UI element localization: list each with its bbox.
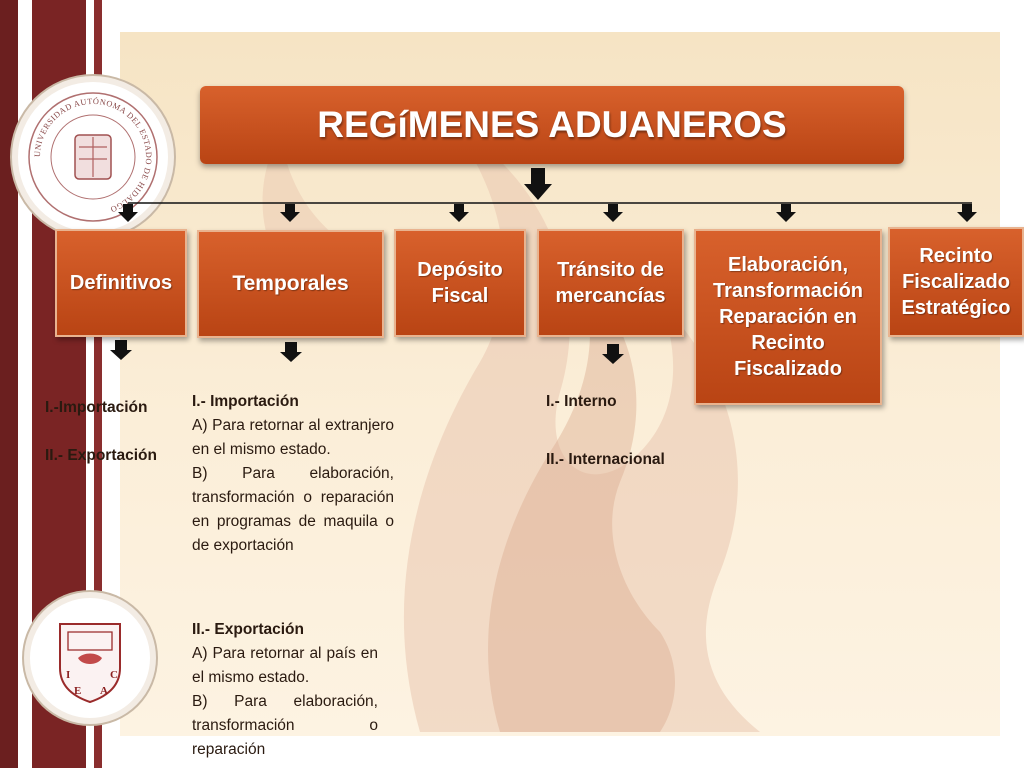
temporales-export-details: II.- Exportación A) Para retornar al paí… [192,618,378,762]
temporales-details: I.- Importación A) Para retornar al extr… [192,390,394,558]
transito-item-1: I.- Interno [546,393,617,410]
seal-letter-c: C [110,669,118,681]
box-definitivos: Definitivos [55,229,187,337]
box-transito-mercancias: Tránsito de mercancías [537,229,684,337]
temporales-import-b: B) Para elaboración, transformación o re… [192,465,394,554]
definitivos-item-2: II.- Exportación [45,447,157,464]
seal-letter-a: A [100,685,108,697]
box-elaboracion: Elaboración, Transformación Reparación e… [694,229,882,405]
box-recinto-estrategico: Recinto Fiscalizado Estratégico [888,227,1024,337]
icea-seal: I C E A [24,592,156,724]
box-temporales: Temporales [197,230,384,338]
temporales-export-a: A) Para retornar al país en el mismo est… [192,645,378,686]
university-seal-emblem: UNIVERSIDAD AUTÓNOMA DEL ESTADO DE HIDAL… [28,92,158,222]
left-band-light-2 [86,0,94,768]
temporales-import-heading: I.- Importación [192,393,299,410]
definitivos-item-1: I.-Importación [45,399,148,416]
temporales-import-a: A) Para retornar al extranjero en el mis… [192,417,394,458]
left-band-thin [94,0,102,768]
university-seal: UNIVERSIDAD AUTÓNOMA DEL ESTADO DE HIDAL… [12,76,174,238]
temporales-export-heading: II.- Exportación [192,621,304,638]
diagram-title: REGíMENES ADUANEROS [200,86,904,164]
seal-letter-e: E [74,685,81,697]
temporales-export-b: B) Para elaboración, transformación o re… [192,693,378,758]
seal-letter-i: I [66,669,70,681]
icea-seal-emblem: I C E A [59,623,121,704]
box-deposito-fiscal: Depósito Fiscal [394,229,526,337]
transito-item-2: II.- Internacional [546,451,665,468]
left-band-dark [0,0,18,768]
